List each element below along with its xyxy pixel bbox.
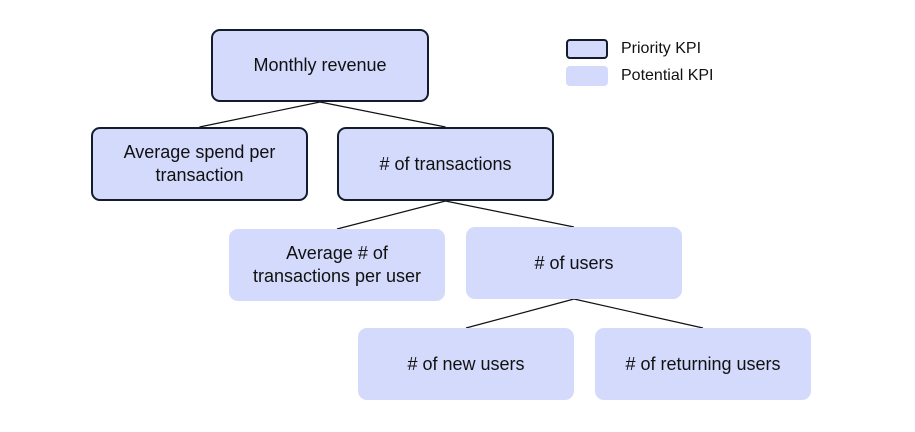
node-monthly-revenue: Monthly revenue [211, 29, 429, 102]
legend-label-potential: Potential KPI [621, 67, 714, 84]
edge-users-to-returning-users [573, 298, 704, 329]
legend: Priority KPI Potential KPI [566, 38, 714, 92]
node-number-of-transactions: # of transactions [337, 127, 554, 201]
node-label: Average # of transactions per user [252, 243, 422, 286]
edge-transactions-to-avg-transactions [336, 200, 446, 230]
node-number-of-users: # of users [466, 227, 682, 299]
legend-label-priority: Priority KPI [621, 40, 702, 57]
edge-transactions-to-users [445, 200, 575, 228]
node-label: Monthly revenue [253, 55, 387, 75]
edge-monthly-revenue-to-transactions [319, 101, 446, 128]
node-average-transactions-per-user: Average # of transactions per user [229, 229, 445, 301]
legend-item-priority: Priority KPI [566, 38, 714, 60]
node-label: # of users [534, 252, 614, 273]
node-number-of-new-users: # of new users [358, 328, 574, 400]
node-label: # of new users [407, 353, 525, 374]
node-label: Average spend per transaction [123, 142, 276, 185]
node-number-of-returning-users: # of returning users [595, 328, 811, 400]
node-label: # of transactions [379, 153, 512, 174]
legend-item-potential: Potential KPI [566, 65, 714, 87]
edge-monthly-revenue-to-avg-spend [199, 101, 321, 128]
potential-swatch [566, 66, 608, 86]
node-label: # of returning users [625, 353, 781, 374]
node-average-spend-per-transaction: Average spend per transaction [91, 127, 308, 201]
edge-users-to-new-users [465, 298, 575, 329]
priority-swatch [566, 39, 608, 59]
